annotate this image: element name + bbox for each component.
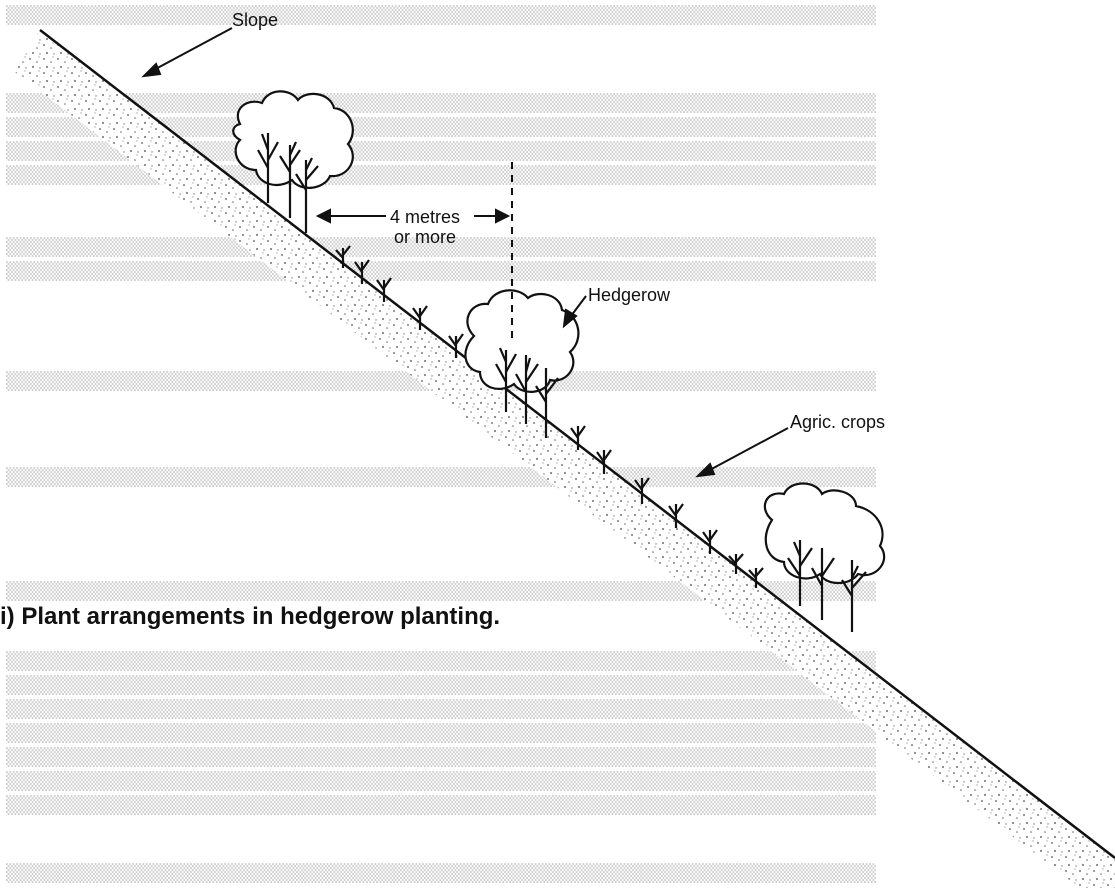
crops-label: Agric. crops xyxy=(790,412,885,433)
hedgerow-label: Hedgerow xyxy=(588,285,670,306)
spacing-label-line2: or more xyxy=(390,227,460,247)
slope-ground xyxy=(15,30,1115,888)
slope-label: Slope xyxy=(232,10,278,31)
spacing-label: 4 metres or more xyxy=(390,207,460,247)
spacing-label-line1: 4 metres xyxy=(390,207,460,227)
figure-caption: i) Plant arrangements in hedgerow planti… xyxy=(0,603,500,631)
